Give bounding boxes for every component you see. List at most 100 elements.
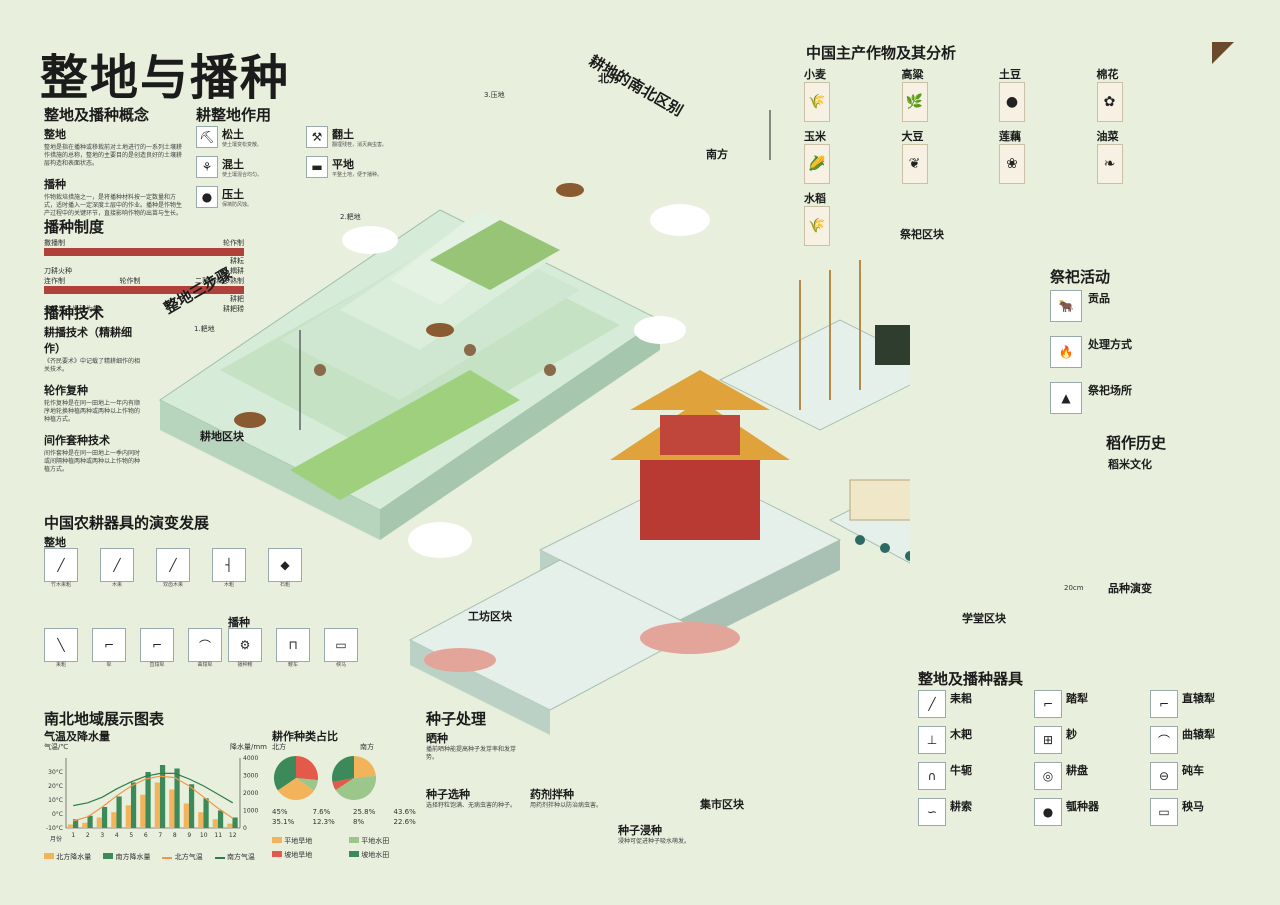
crop-soybean: 大豆❦ <box>901 128 994 184</box>
level-land-icon: ▬ <box>306 156 328 178</box>
regional-title: 南北地域展示图表 <box>44 710 165 728</box>
yoke-icon: ∩ <box>918 762 946 790</box>
dimension-label: 20cm <box>1064 584 1084 592</box>
equip-5: ⊞耖 <box>1034 726 1142 754</box>
tool-2: ╱木耒 <box>100 548 134 589</box>
potato-icon: ● <box>999 82 1025 122</box>
label-south: 南方 <box>706 148 728 161</box>
line-north-temp <box>73 775 234 822</box>
foot-plough-icon: ⌐ <box>1034 690 1062 718</box>
curved-plough-icon: ⌒ <box>188 628 222 662</box>
step-3: 3.压地 <box>484 91 505 99</box>
x-tick-label: 3 <box>100 832 104 839</box>
crop-rapeseed: 油菜❧ <box>1096 128 1189 184</box>
y2-tick-label: 0 <box>243 825 247 832</box>
corn-icon: 🌽 <box>804 144 830 184</box>
legend-south-temp: 南方气温 <box>214 852 255 862</box>
seed-block-2: 种子选种 选择籽粒饱满、无病虫害的种子。 <box>426 788 517 809</box>
x-tick-label: 11 <box>214 832 222 839</box>
bar-north-rain <box>169 789 175 828</box>
crop-corn: 玉米🌽 <box>804 128 896 184</box>
tools-title: 中国农耕器具的演变发展 <box>44 514 210 532</box>
tool-12: ▭秧马 <box>324 628 358 669</box>
crop-potato: 土豆● <box>999 66 1091 122</box>
turn-soil-icon: ⚒ <box>306 126 328 148</box>
wood-plough-icon: ╱ <box>100 548 134 582</box>
zone-farm: 耕地区块 <box>200 430 244 443</box>
y-tick-label: 20°C <box>48 783 63 790</box>
crop-cotton: 棉花✿ <box>1096 66 1189 122</box>
bar-south-rain <box>145 772 151 828</box>
seed-title: 种子处理 <box>426 710 487 728</box>
seedling-horse-icon: ▭ <box>324 628 358 662</box>
page-title: 整地与播种 <box>40 50 291 106</box>
bar-south-rain <box>217 810 224 828</box>
tech-block: 耕播技术（精耕细作） 《齐民要术》中记载了精耕细作的相关技术。 轮作复种 轮作复… <box>44 326 141 473</box>
system-title: 播种制度 <box>44 218 105 236</box>
cotton-icon: ✿ <box>1096 82 1123 122</box>
altar-icon: ▲ <box>1050 382 1082 414</box>
pie-south-label: 南方 <box>360 743 374 751</box>
y-tick-label: -10°C <box>46 825 63 832</box>
offering-icon: 🐂 <box>1050 290 1082 322</box>
x-tick-label: 2 <box>86 832 90 839</box>
equip-8: ◎耕盘 <box>1034 762 1142 790</box>
sorghum-icon: 🌿 <box>901 82 928 122</box>
harrow-icon: ⊞ <box>1034 726 1062 754</box>
bar-north-rain <box>96 817 102 828</box>
sacrifice-item-2: 🔥处理方式 <box>1050 336 1230 368</box>
mix-soil-icon: ⚘ <box>196 156 218 178</box>
wood-spade-icon: ┤ <box>212 548 246 582</box>
isometric-scene <box>159 110 910 735</box>
sacrifice-list: 🐂贡品 🔥处理方式 ▲祭祀场所 <box>1050 290 1230 414</box>
step-2: 2.耙地 <box>340 213 361 221</box>
rice-sub1: 稻米文化 <box>1108 458 1152 471</box>
tool-9: ⌒曲辕犁 <box>188 628 222 669</box>
seed-block-3: 药剂拌种 用药剂拌种以防治病虫害。 <box>530 788 603 809</box>
legend-north-temp: 北方气温 <box>162 852 203 862</box>
concept-title: 整地及播种概念 <box>44 106 150 124</box>
function-item-5: ● 压土保墒防风蚀。 <box>196 186 290 209</box>
tools-row1: ╱竹木耒耜 ╱木耒 ╱双齿木耒 ┤木耜 ◆石耜 <box>44 548 334 589</box>
x-axis-label: 月份 <box>50 835 62 842</box>
equip-1: ╱耒耜 <box>918 690 1026 718</box>
sacrifice-item-3: ▲祭祀场所 <box>1050 382 1230 414</box>
bar-north-rain <box>198 812 204 828</box>
stone-spade-icon: ◆ <box>268 548 302 582</box>
roller-cart-icon: ⊖ <box>1150 762 1178 790</box>
bar-north-rain <box>183 803 189 828</box>
seeding-horse-tool-icon: ▭ <box>1150 798 1178 826</box>
pie-charts <box>273 756 377 801</box>
loosen-soil-icon: ⛏ <box>196 126 218 148</box>
equip-7: ∩牛轭 <box>918 762 1026 790</box>
y2-tick-label: 1000 <box>243 808 258 815</box>
curved-plough-tool-icon: ⌒ <box>1150 726 1178 754</box>
tool-3: ╱双齿木耒 <box>156 548 190 589</box>
tools-row1-label: 整地 <box>44 536 66 549</box>
bar-south-rain <box>188 784 195 828</box>
rice-sub2: 品种演变 <box>1108 582 1152 595</box>
wheat-icon: 🌾 <box>804 82 830 122</box>
press-soil-icon: ● <box>196 186 218 208</box>
x-tick-label: 4 <box>115 832 119 839</box>
system-timeline: 撒播制轮作制 耕耘 刀耕火种耦耕 连作制轮作制二熟制和多熟制 耕耙 垄耕为主半耕… <box>44 239 244 313</box>
equipment-grid: ╱耒耜 ⌐踏犁 ⌐直辕犁 ⊥木耙 ⊞耖 ⌒曲辕犁 ∩牛轭 ◎耕盘 ⊖砘车 ∽耕索… <box>918 690 1258 826</box>
y-tick-label: 0°C <box>52 811 63 818</box>
zone-sacrifice: 祭祀区块 <box>900 228 944 241</box>
tools-row2b: ⚙播种耧 ⊓耧车 ▭秧马 <box>228 628 388 669</box>
bar-north-rain <box>227 823 233 828</box>
tool-4: ┤木耜 <box>212 548 246 589</box>
tools-row2: ╲耒耜 ⌐犁 ⌐直辕犁 ⌒曲辕犁 <box>44 628 224 669</box>
timeline-bar-2 <box>44 286 244 294</box>
crop-rice: 水稻🌾 <box>804 190 896 246</box>
functions-title: 耕整地作用 <box>196 106 272 124</box>
pie-north <box>273 756 319 801</box>
pie-legend: 平地旱地 平地水田 坡地旱地 坡地水田 <box>272 836 422 860</box>
fire-icon: 🔥 <box>1050 336 1082 368</box>
x-tick-label: 8 <box>173 832 177 839</box>
disk-icon: ◎ <box>1034 762 1062 790</box>
sacrifice-title: 祭祀活动 <box>1050 268 1111 286</box>
equip-10: ∽耕索 <box>918 798 1026 826</box>
plough-icon: ⌐ <box>92 628 126 662</box>
tool-7: ⌐犁 <box>92 628 126 669</box>
